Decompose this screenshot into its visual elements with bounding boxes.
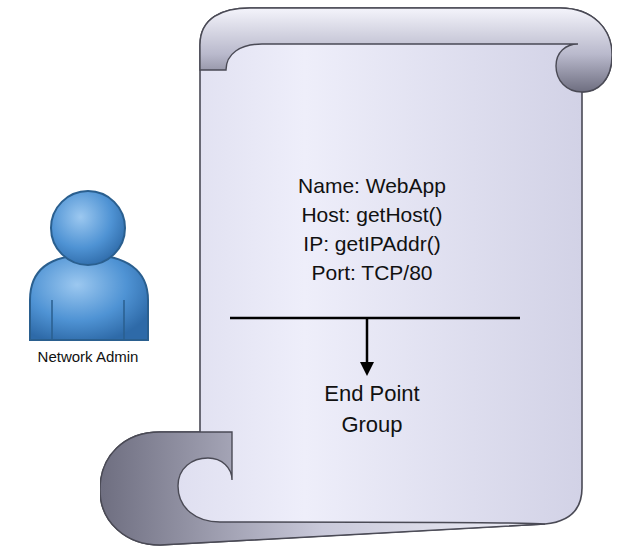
scroll-node: Name: WebAppHost: getHost() IP: getIPAddr… xyxy=(100,5,612,550)
scroll-bottom-roll xyxy=(100,432,545,545)
arrow-head xyxy=(360,362,374,376)
field-text: Host: getHost() xyxy=(301,202,442,227)
person-arm-line xyxy=(52,300,124,340)
scroll-sheet xyxy=(100,8,612,545)
person-head xyxy=(51,191,125,265)
field-text: Port: TCP/80 xyxy=(312,260,433,285)
scroll-top-roll xyxy=(200,8,612,92)
person-body xyxy=(30,255,148,340)
arrow-shaft xyxy=(366,318,369,364)
person-icon xyxy=(30,191,148,340)
field-text: Name: WebApp xyxy=(298,173,446,198)
field-text: IP: getIPAddr() xyxy=(303,231,440,256)
actor-label: Network Admin xyxy=(38,347,139,367)
divider-line xyxy=(230,317,520,320)
group-label: End Point Group xyxy=(307,378,437,440)
